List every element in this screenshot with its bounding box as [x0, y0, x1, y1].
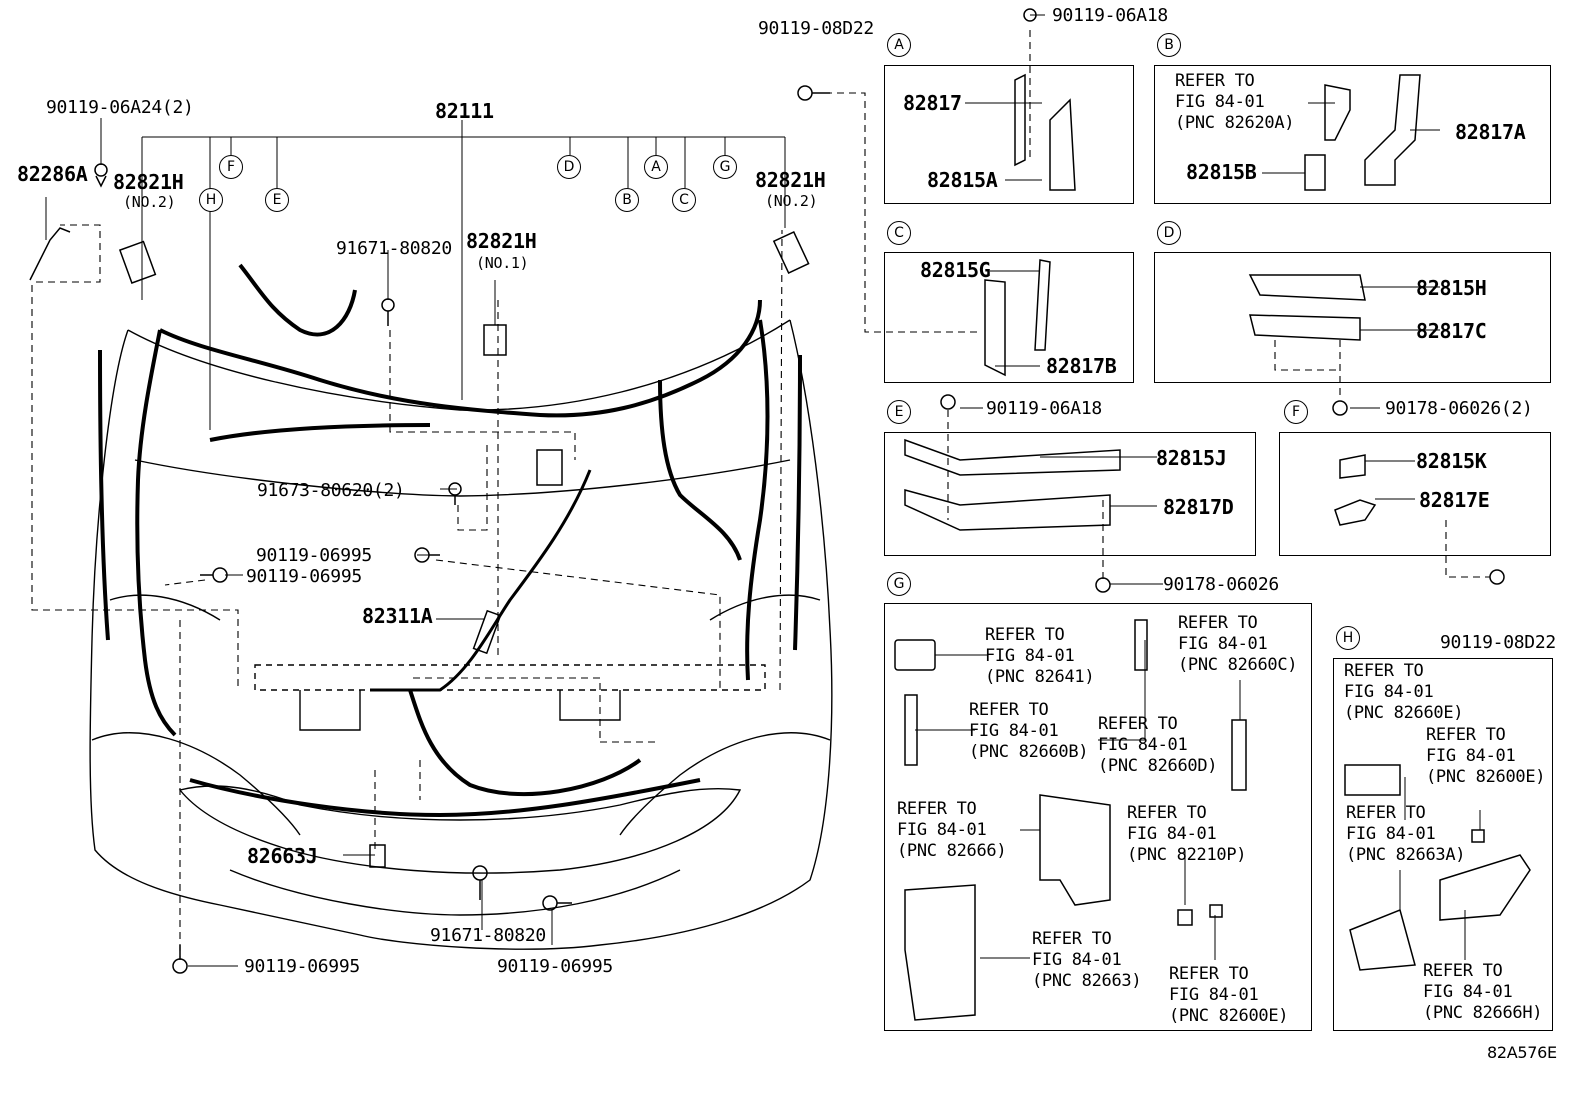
panel-c-part-82815g: 82815G: [920, 258, 991, 282]
clamp-left-no-label: (NO.2): [123, 193, 176, 211]
bolt-91671-80820-bottom-label: 91671-80820: [430, 925, 546, 946]
panel-e-part-82817d: 82817D: [1163, 495, 1234, 519]
harness-bundle: [98, 263, 802, 818]
panel-d-marker: D: [1157, 221, 1181, 245]
marker-b: B: [615, 188, 639, 212]
panel-b: [1154, 65, 1551, 204]
panel-f-part-82817e: 82817E: [1419, 488, 1490, 512]
panel-c-marker: C: [887, 221, 911, 245]
panel-b-marker: B: [1157, 33, 1181, 57]
panel-g-refer-82210p: REFER TO FIG 84-01 (PNC 82210P): [1127, 803, 1247, 865]
panel-a-part-82817: 82817: [903, 91, 962, 115]
bolt-91671-80820-top-label: 91671-80820: [336, 238, 452, 259]
marker-d: D: [557, 155, 581, 179]
clamp-center-no-label: (NO.1): [476, 254, 529, 272]
clamp-right-no-label: (NO.2): [765, 192, 818, 210]
bolt-90119-06a18-e-label: 90119-06A18: [986, 398, 1102, 419]
panel-g-refer-82660c: REFER TO FIG 84-01 (PNC 82660C): [1178, 613, 1298, 675]
bolt-90119-06995-a-label: 90119-06995: [256, 545, 372, 566]
leader-lines: [45, 14, 1481, 967]
bracket-82286a-label: 82286A: [17, 162, 88, 186]
panel-h: [1333, 658, 1553, 1031]
panel-d-part-82817c: 82817C: [1416, 319, 1487, 343]
panel-h-refer-82663a: REFER TO FIG 84-01 (PNC 82663A): [1346, 803, 1466, 865]
figure-id: 82A576E: [1487, 1043, 1557, 1062]
panel-g-refer-82600e: REFER TO FIG 84-01 (PNC 82600E): [1169, 964, 1289, 1026]
clamp-left-label: 82821H: [113, 170, 184, 194]
dashed-references: [31, 30, 1490, 960]
marker-g: G: [713, 155, 737, 179]
panel-b-part-82815b: 82815B: [1186, 160, 1257, 184]
panel-h-refer-82666h: REFER TO FIG 84-01 (PNC 82666H): [1423, 961, 1543, 1023]
part-shapes: [29, 8, 1531, 1021]
panel-e-part-82815j: 82815J: [1156, 446, 1227, 470]
bolt-90178-06026-2-label: 90178-06026(2): [1385, 398, 1533, 419]
panel-e: [884, 432, 1256, 556]
harness-82111-label: 82111: [435, 99, 494, 123]
panel-g-marker: G: [887, 572, 911, 596]
panel-h-marker: H: [1336, 626, 1360, 650]
bolt-90119-06995-b-label: 90119-06995: [246, 566, 362, 587]
panel-g-refer-82660b: REFER TO FIG 84-01 (PNC 82660B): [969, 700, 1089, 762]
panel-g: [884, 603, 1312, 1031]
bolt-91673-80620-label: 91673-80620(2): [257, 480, 405, 501]
panel-h-refer-82660e: REFER TO FIG 84-01 (PNC 82660E): [1344, 661, 1464, 723]
panel-b-part-82817a: 82817A: [1455, 120, 1526, 144]
panel-f: [1279, 432, 1551, 556]
bolt-90119-08d22-top-label: 90119-08D22: [758, 18, 874, 39]
panel-e-marker: E: [887, 400, 911, 424]
bolt-90119-06a24-label: 90119-06A24(2): [46, 97, 194, 118]
vehicle-body-outline: [89, 319, 833, 950]
panel-d: [1154, 252, 1551, 383]
panel-c-part-82817b: 82817B: [1046, 354, 1117, 378]
panel-f-part-82815k: 82815K: [1416, 449, 1487, 473]
panel-b-refer-82620a: REFER TO FIG 84-01 (PNC 82620A): [1175, 71, 1295, 133]
marker-c: C: [672, 188, 696, 212]
wire-82311a-label: 82311A: [362, 604, 433, 628]
marker-h: H: [199, 188, 223, 212]
marker-e: E: [265, 188, 289, 212]
bolt-90119-06995-c-label: 90119-06995: [244, 956, 360, 977]
panel-g-refer-82663: REFER TO FIG 84-01 (PNC 82663): [1032, 929, 1142, 991]
panel-g-refer-82660d: REFER TO FIG 84-01 (PNC 82660D): [1098, 714, 1218, 776]
panel-c: [884, 252, 1134, 383]
panel-g-refer-82641: REFER TO FIG 84-01 (PNC 82641): [985, 625, 1095, 687]
panel-f-marker: F: [1284, 400, 1308, 424]
marker-f: F: [219, 155, 243, 179]
bolt-90119-08d22-f-label: 90119-08D22: [1440, 632, 1556, 653]
bolt-90178-06026-label: 90178-06026: [1163, 574, 1279, 595]
clamp-right-label: 82821H: [755, 168, 826, 192]
relay-82663j-label: 82663J: [247, 844, 318, 868]
panel-a: [884, 65, 1134, 204]
panel-a-marker: A: [887, 33, 911, 57]
marker-a: A: [644, 155, 668, 179]
bolt-90119-06995-d-label: 90119-06995: [497, 956, 613, 977]
bolt-90119-06a18-top-label: 90119-06A18: [1052, 5, 1168, 26]
panel-a-part-82815a: 82815A: [927, 168, 998, 192]
panel-g-refer-82666: REFER TO FIG 84-01 (PNC 82666): [897, 799, 1007, 861]
panel-d-part-82815h: 82815H: [1416, 276, 1487, 300]
panel-h-refer-82600e: REFER TO FIG 84-01 (PNC 82600E): [1426, 725, 1546, 787]
clamp-center-label: 82821H: [466, 229, 537, 253]
